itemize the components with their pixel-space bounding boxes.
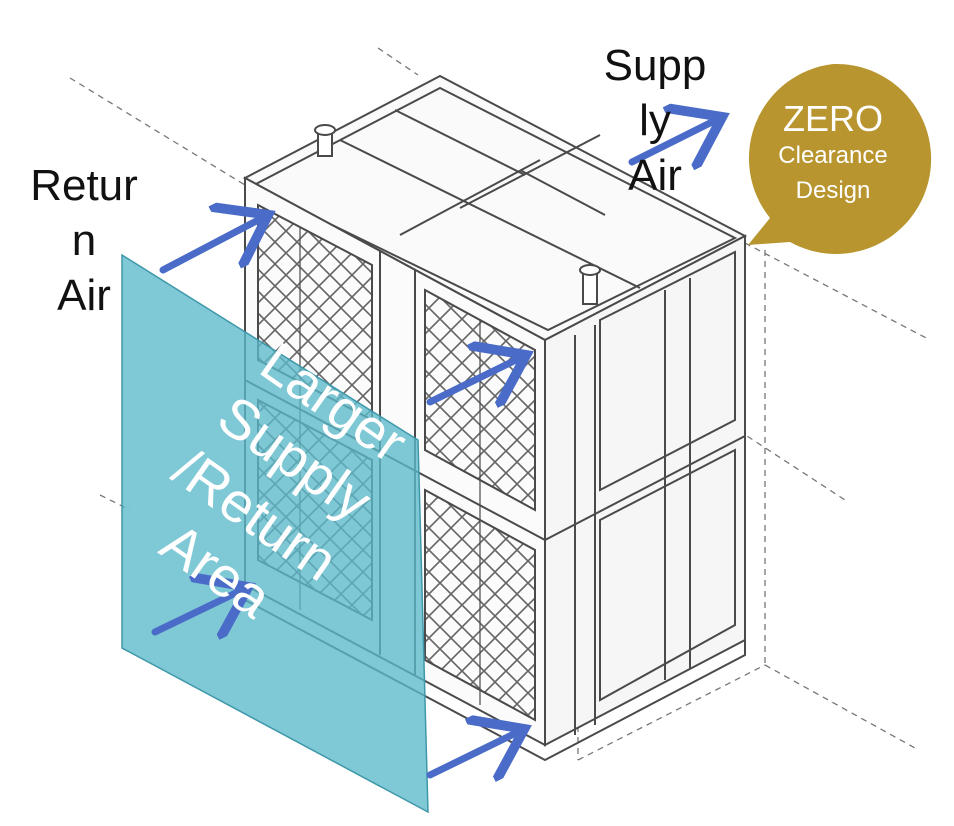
larger-area-panel xyxy=(121,253,429,814)
badge-line-2: Design xyxy=(795,177,871,205)
return-air-label: Retur n Air xyxy=(30,161,138,320)
speech-bubble-badge xyxy=(748,63,932,254)
badge-title: ZERO xyxy=(782,98,883,139)
zero-clearance-badge: ZERO Clearance Design xyxy=(738,98,928,209)
arrow-icon xyxy=(151,120,716,775)
supply-air-label: Supp ly Air xyxy=(603,41,707,200)
badge-line-1: Clearance xyxy=(778,142,888,170)
